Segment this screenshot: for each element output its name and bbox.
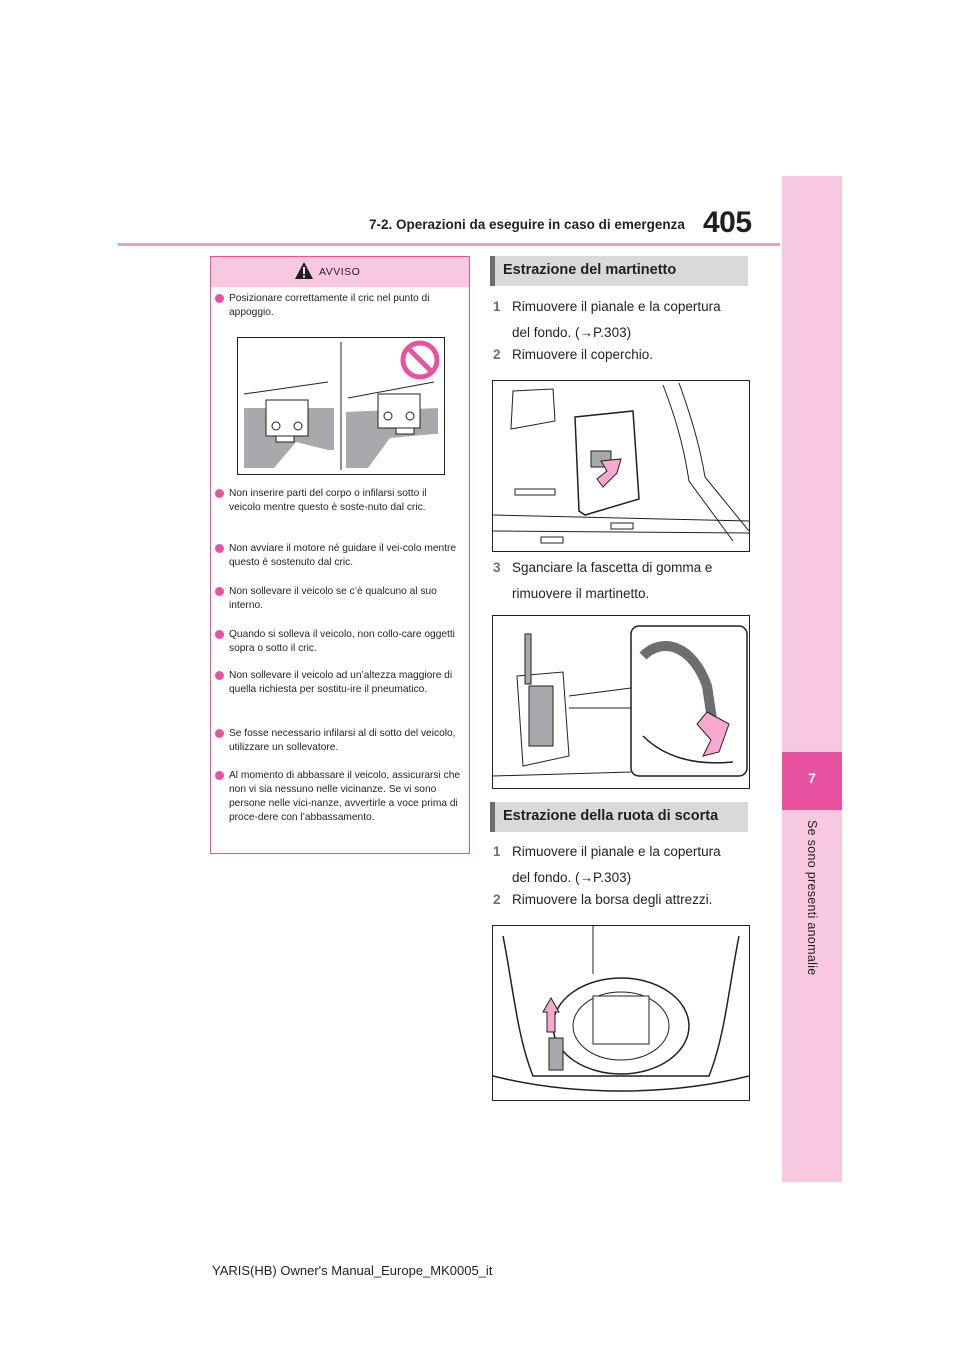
section-header-spare-tire: Estrazione della ruota di scorta: [490, 802, 748, 832]
header-rule: [118, 243, 780, 246]
section-bar: [490, 802, 495, 832]
chapter-number: 7: [808, 770, 816, 786]
page-number: 405: [703, 206, 752, 239]
section-bar: [490, 256, 495, 286]
tool-bag-removal-figure: [492, 925, 750, 1101]
warning-header: AVVISO: [211, 257, 469, 287]
warning-label: AVVISO: [319, 266, 361, 278]
section-title: 7-2. Operazioni da eseguire in caso di e…: [369, 217, 685, 232]
chapter-title: Se sono presenti anomalie: [805, 820, 819, 976]
bullet-icon: [215, 544, 224, 553]
footer-manual-id: YARIS(HB) Owner's Manual_Europe_MK0005_i…: [212, 1263, 493, 1278]
jack-removal-figure: [492, 615, 750, 789]
section-header-jack: Estrazione del martinetto: [490, 256, 748, 286]
warning-box: AVVISO Posizionare correttamente il cric…: [210, 256, 470, 854]
bullet-icon: [215, 587, 224, 596]
jack-placement-illustration: [243, 340, 440, 470]
warning-triangle-icon: [295, 262, 313, 279]
bullet-icon: [215, 630, 224, 639]
bullet-icon: [215, 771, 224, 780]
bullet-icon: [215, 671, 224, 680]
cover-removal-illustration: [492, 382, 750, 544]
bullet-icon: [215, 489, 224, 498]
chapter-title-vertical: Se sono presenti anomalie: [797, 820, 827, 990]
chapter-number-box: 7: [782, 752, 842, 810]
jack-placement-figure: [237, 337, 445, 475]
tool-bag-removal-illustration: [492, 926, 750, 1092]
bullet-icon: [215, 729, 224, 738]
chapter-side-tab: [782, 176, 842, 1182]
bullet-icon: [215, 294, 224, 303]
jack-removal-illustration: [492, 625, 748, 777]
cover-removal-figure: [492, 380, 750, 552]
